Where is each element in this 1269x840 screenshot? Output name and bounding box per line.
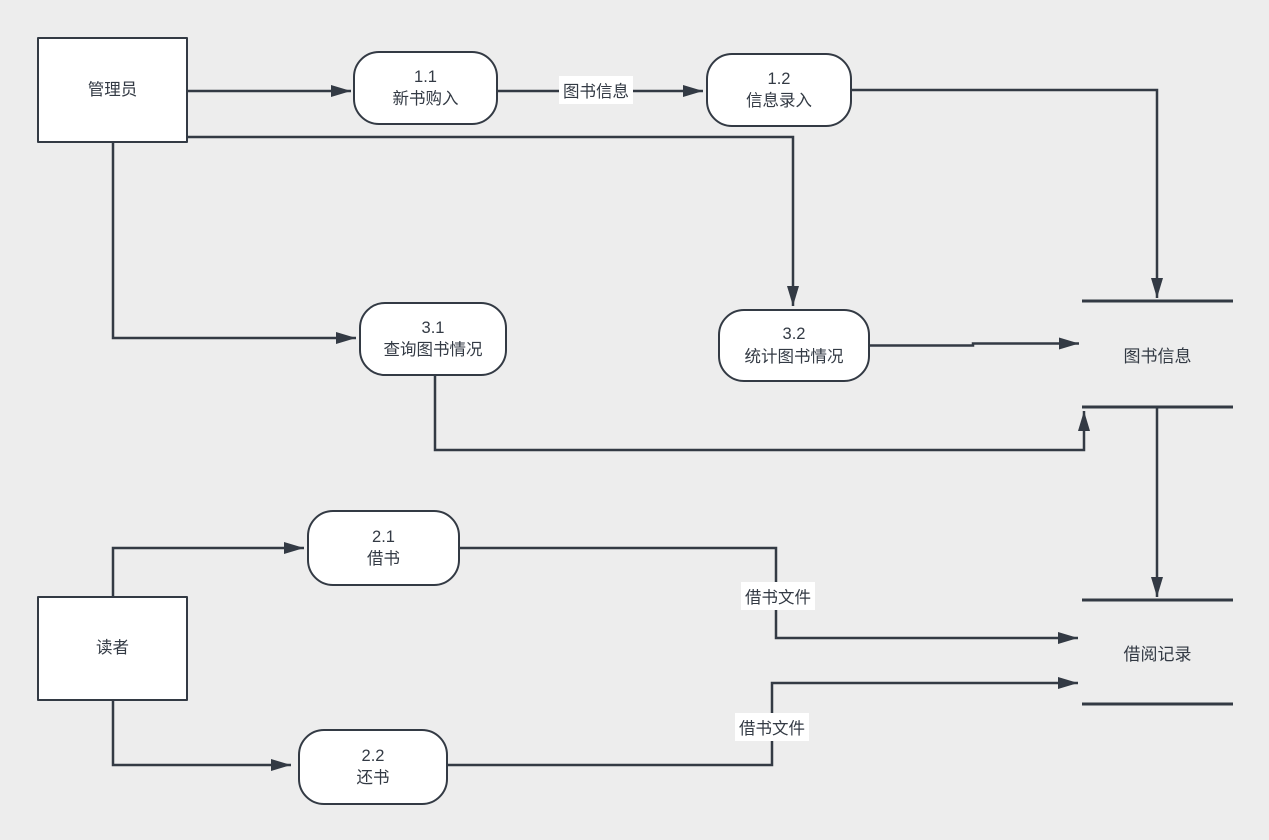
edge-reader-to-p21 — [111, 542, 304, 596]
process-3-1: 3.1 查询图书情况 — [359, 302, 507, 376]
process-3-1-name: 查询图书情况 — [383, 341, 483, 359]
process-3-2-number: 3.2 — [782, 325, 806, 344]
process-2-2: 2.2 还书 — [298, 729, 448, 805]
process-1-2-name: 信息录入 — [746, 92, 812, 110]
flow-label-book-info: 图书信息 — [559, 76, 633, 104]
process-2-1-number: 2.1 — [372, 527, 395, 546]
edge-p12-to-store-books — [852, 88, 1163, 298]
entity-admin: 管理员 — [37, 37, 188, 143]
process-2-2-number: 2.2 — [361, 746, 385, 765]
edge-reader-to-p22 — [111, 701, 291, 771]
flow-label-borrow-file-top: 借书文件 — [741, 582, 815, 610]
process-2-1: 2.1 借书 — [307, 510, 460, 586]
store-books: 图书信息 — [1082, 301, 1233, 407]
process-1-2: 1.2 信息录入 — [706, 53, 852, 127]
edge-admin-to-p31 — [111, 143, 356, 344]
edge-p32-to-store-books — [869, 337, 1079, 350]
process-3-2-name: 统计图书情况 — [744, 347, 844, 366]
edge-admin-to-p32 — [188, 135, 799, 306]
process-3-1-number: 3.1 — [421, 318, 445, 337]
store-books-label: 图书信息 — [1123, 346, 1192, 366]
process-2-1-name: 借书 — [367, 550, 400, 568]
flow-label-borrow-file-bottom: 借书文件 — [735, 713, 809, 741]
process-1-2-number: 1.2 — [767, 69, 791, 88]
entity-reader-label: 读者 — [96, 639, 129, 658]
edge-p31-to-store-books — [433, 376, 1090, 452]
store-borrow-label: 借阅记录 — [1123, 644, 1192, 664]
entity-reader: 读者 — [37, 596, 188, 701]
store-borrow: 借阅记录 — [1082, 600, 1233, 704]
process-3-2: 3.2 统计图书情况 — [718, 309, 870, 382]
entity-admin-label: 管理员 — [87, 80, 138, 99]
process-1-1: 1.1 新书购入 — [353, 51, 498, 125]
process-1-1-name: 新书购入 — [392, 90, 459, 108]
process-1-1-number: 1.1 — [414, 67, 437, 86]
process-2-2-name: 还书 — [356, 769, 390, 787]
